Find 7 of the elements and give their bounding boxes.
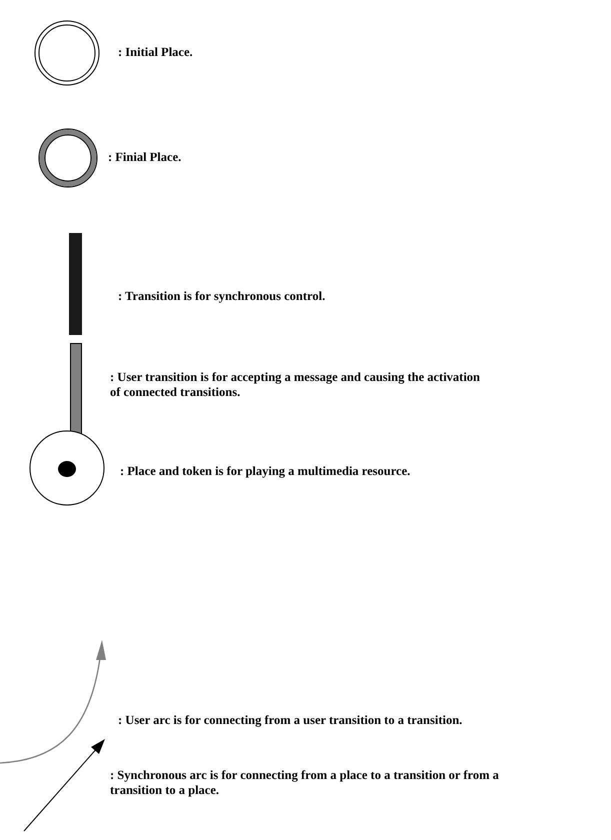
legend-text: : Initial Place. <box>118 45 194 60</box>
legend-text: : Transition is for synchronous control. <box>118 289 326 304</box>
legend-text: : User transition is for accepting a message and causing the activation of connected transitions. <box>110 370 482 400</box>
legend-text: : Place and token is for playing a multimedia resource. <box>120 464 412 479</box>
legend-text: : User arc is for connecting from a user transition to a transition. <box>118 713 464 728</box>
legend-text: : Finial Place. <box>108 150 182 165</box>
legend-text: : Synchronous arc is for connecting from a place to a transition or from a transition to a place. <box>110 768 500 798</box>
